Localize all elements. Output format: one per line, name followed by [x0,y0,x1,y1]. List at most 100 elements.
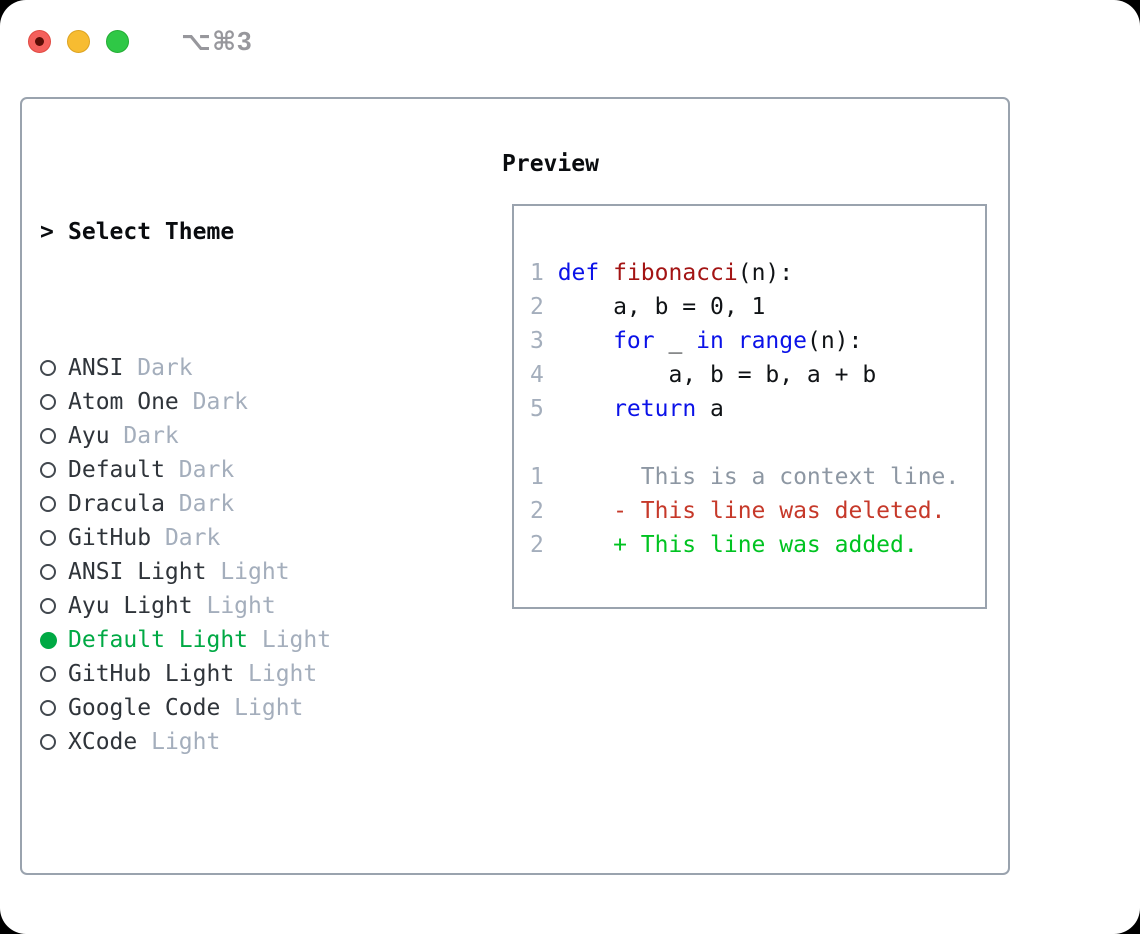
line-number: 1 [530,260,544,286]
line-number: 2 [530,498,544,524]
theme-variant-tag: Light [220,559,290,585]
theme-option-atom-one[interactable]: Atom One Dark [40,385,438,419]
theme-option-ansi-light[interactable]: ANSI Light Light [40,555,438,589]
code-segment: (n): [737,260,794,286]
theme-variant-tag: Light [261,627,332,653]
radio-icon [40,564,56,580]
minimize-button[interactable] [67,30,90,53]
code-segment: (n): [806,328,863,354]
radio-icon [40,360,56,376]
theme-variant-tag: Light [248,661,318,687]
theme-variant-tag: Light [234,695,304,721]
code-segment: a, b = b, a + b [557,362,877,388]
zoom-button[interactable] [106,30,129,53]
code-segment [558,396,613,422]
radio-marker [40,589,68,623]
radio-icon [40,462,56,478]
radio-marker [40,725,68,759]
theme-name: Ayu [68,423,110,449]
code-segment: + This line was added. [557,532,918,558]
code-segment: in [696,328,724,354]
radio-selected-icon [40,632,57,649]
code-segment: return [613,396,697,422]
section-gap [40,861,438,895]
code-segment: a [696,396,724,422]
theme-name: GitHub Light [68,661,235,687]
code-line [530,426,985,460]
code-segment: for [613,328,655,354]
radio-marker [40,521,68,555]
line-number: 4 [530,362,544,388]
titlebar: ⌥⌘3 [28,26,253,57]
theme-option-ayu-light[interactable]: Ayu Light Light [40,589,438,623]
theme-variant-tag: Dark [123,423,179,449]
line-number: 2 [530,294,544,320]
code-segment [724,328,738,354]
theme-name: Atom One [68,389,179,415]
select-theme-title: Select Theme [68,219,235,245]
close-button[interactable] [28,30,51,53]
theme-variant-tag: Dark [178,457,235,483]
theme-variant-tag: Dark [192,389,249,415]
code-line: 2 a, b = 0, 1 [530,290,985,324]
radio-icon [40,428,56,444]
code-line: 2 + This line was added. [530,528,985,562]
code-segment: a, b = 0, 1 [557,294,766,320]
radio-icon [40,496,56,512]
code-segment: - This line was deleted. [557,498,946,524]
theme-option-ayu[interactable]: Ayu Dark [40,419,438,453]
code-line: 2 - This line was deleted. [530,494,985,528]
theme-variant-tag: Dark [164,525,221,551]
code-line: 1 This is a context line. [530,460,985,494]
radio-icon [40,734,56,750]
record-dot-icon [35,37,44,46]
radio-marker [40,419,68,453]
theme-variant-tag: Light [206,593,276,619]
theme-name: Default Light [68,627,249,653]
code-segment: fibonacci [613,260,738,286]
radio-icon [40,598,56,614]
radio-marker [40,691,68,725]
theme-option-github-light[interactable]: GitHub Light Light [40,657,438,691]
code-line: 3 for _ in range(n): [530,324,985,358]
cursor-marker-icon: > [40,219,54,245]
theme-variant-tag: Dark [137,355,193,381]
select-theme-header: > Select Theme [40,215,438,249]
theme-name: ANSI [68,355,124,381]
radio-marker [40,385,68,419]
theme-name: Default [68,457,165,483]
line-number: 5 [530,396,544,422]
radio-marker [40,453,68,487]
preview-title: Preview [502,151,599,177]
code-segment: range [737,328,807,354]
theme-option-ansi[interactable]: ANSI Dark [40,351,438,385]
line-number: 3 [530,328,544,354]
theme-name: XCode [68,729,138,755]
theme-option-default-light[interactable]: Default Light Light [40,623,438,657]
theme-name: Ayu Light [68,593,193,619]
window-title: ⌥⌘3 [181,26,253,56]
theme-name: ANSI Light [68,559,207,585]
theme-option-default[interactable]: Default Dark [40,453,438,487]
line-number: 2 [530,532,544,558]
theme-option-github[interactable]: GitHub Dark [40,521,438,555]
code-line: 4 a, b = b, a + b [530,358,985,392]
radio-marker [40,623,68,657]
theme-name: Dracula [68,491,165,517]
code-line: 5 return a [530,392,985,426]
radio-icon [40,700,56,716]
code-segment: _ [654,328,697,354]
code-segment: This is a context line. [557,464,960,490]
line-number: 1 [530,464,544,490]
radio-marker [40,351,68,385]
theme-name: GitHub [68,525,152,551]
